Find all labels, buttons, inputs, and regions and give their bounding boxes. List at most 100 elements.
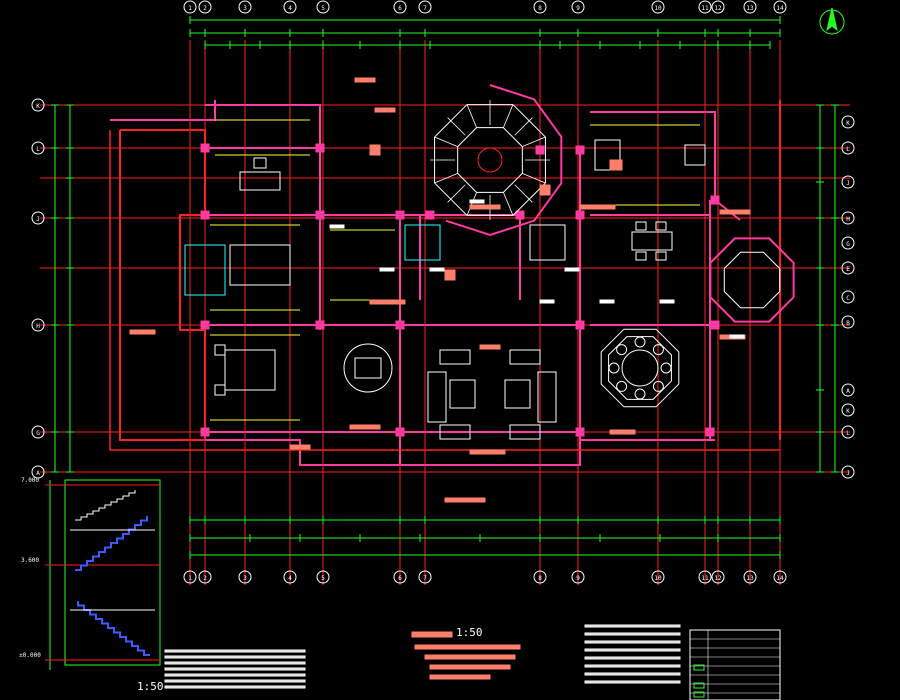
sofa-right: [537, 371, 557, 423]
general-note-line: [164, 673, 306, 677]
outer-terrace-line: [109, 130, 780, 451]
grid-bubble-left-label: H: [36, 323, 40, 330]
kitchen-chair: [655, 221, 667, 231]
grid-bubble-bottom-label: 10: [654, 575, 662, 582]
door-marker: [564, 267, 580, 272]
grid-bubble-left: [31, 211, 45, 225]
legend-note-line: [584, 680, 681, 684]
dining-chair: [652, 380, 664, 392]
grid-bubble-right-label: C: [846, 295, 850, 302]
grid-bubble-left-label: A: [36, 470, 40, 477]
grid-bubble-bottom-label: 9: [576, 575, 580, 582]
grid-bubble-top: [418, 0, 432, 14]
grid-bubble-right-label: L: [846, 146, 850, 153]
legend-note-line: [584, 656, 681, 660]
door-marker: [329, 224, 345, 229]
elevator-shaft: [404, 224, 441, 261]
stair-flight-top: [75, 490, 136, 521]
grid-bubble-right-label: B: [846, 320, 850, 327]
stair-tread: [503, 104, 514, 128]
annotation-tag: [609, 159, 623, 171]
grid-bubble-bottom-label: 11: [701, 575, 709, 582]
grid-bubble-top: [533, 0, 547, 14]
annotation-tag: [369, 144, 381, 156]
grid-bubble-top-label: 11: [701, 5, 709, 12]
dining-chair: [660, 362, 672, 374]
stair-tread: [447, 117, 466, 136]
grid-bubble-bottom: [651, 570, 665, 584]
legend-note-line: [584, 648, 681, 652]
annotation-tag: [609, 429, 636, 435]
door-marker: [539, 299, 555, 304]
grid-bubble-right: [841, 465, 855, 479]
desk-chair: [253, 157, 267, 169]
annotation-tag: [444, 497, 486, 503]
grid-bubble-left-label: L: [36, 146, 40, 153]
stair-tread: [522, 136, 546, 147]
legend-swatch: [693, 664, 705, 671]
annotation-tag: [469, 204, 501, 210]
stair-tread: [447, 184, 466, 203]
dining-area-octagon: [600, 328, 680, 408]
coffee-table-left: [449, 379, 476, 409]
exterior-wall-northwest: [110, 100, 216, 121]
grid-bubble-right: [841, 211, 855, 225]
grid-bubble-left: [31, 141, 45, 155]
legend-note-line: [584, 640, 681, 644]
east-bay-inner: [723, 251, 781, 309]
grid-bubble-bottom: [183, 570, 197, 584]
annotation-tag: [539, 184, 551, 196]
armchair-top-right: [509, 349, 541, 365]
structural-column: [395, 427, 405, 437]
grid-bubble-bottom: [418, 570, 432, 584]
grid-bubble-top: [198, 0, 212, 14]
annotation-tag: [374, 107, 396, 113]
general-note-line: [164, 679, 306, 683]
grid-bubble-bottom-label: 1: [188, 575, 192, 582]
structural-column: [575, 427, 585, 437]
bed: [224, 349, 276, 391]
kitchen-counter: [594, 139, 621, 171]
annotation-tag: [469, 449, 506, 455]
grid-bubble-top: [571, 0, 585, 14]
coffee-table-right: [504, 379, 531, 409]
grid-bubble-top: [651, 0, 665, 14]
structural-column: [705, 427, 715, 437]
grid-bubble-top-label: 1: [188, 5, 192, 12]
grid-bubble-top: [316, 0, 330, 14]
structural-column: [535, 145, 545, 155]
spiral-stair-inner: [457, 127, 523, 193]
structural-column: [425, 210, 435, 220]
annotation-tag: [719, 209, 751, 215]
grid-bubble-right-label: G: [846, 241, 850, 248]
structural-column: [575, 320, 585, 330]
grid-bubble-top-label: 9: [576, 5, 580, 12]
exterior-wall-south: [205, 439, 715, 466]
title-block-note: [414, 644, 521, 650]
stair-flight-upper: [77, 601, 150, 656]
grid-bubble-bottom: [743, 570, 757, 584]
exterior-wall-west: [119, 129, 206, 441]
grid-bubble-right: [841, 403, 855, 417]
annotation-tag: [579, 204, 616, 210]
grid-bubble-bottom-label: 7: [423, 575, 427, 582]
kitchen-chair: [655, 251, 667, 261]
grid-bubble-top: [743, 0, 757, 14]
grid-bubble-top-label: 7: [423, 5, 427, 12]
structural-column: [200, 210, 210, 220]
stair-flight-lower: [75, 516, 148, 571]
stair-tread: [522, 173, 546, 184]
structural-column: [515, 210, 525, 220]
grid-bubble-top-label: 5: [321, 5, 325, 12]
kitchen-chair: [635, 221, 647, 231]
grid-bubble-bottom-label: 8: [538, 575, 542, 582]
armchair-bottom-left: [439, 424, 471, 440]
grid-bubble-right: [841, 175, 855, 189]
grid-bubble-top: [698, 0, 712, 14]
grid-bubble-top-label: 4: [288, 5, 292, 12]
general-note-line: [164, 685, 306, 689]
grid-bubble-bottom: [711, 570, 725, 584]
grid-bubble-right-label: H: [846, 216, 850, 223]
armchair-bottom-right: [509, 424, 541, 440]
grid-bubble-bottom: [533, 570, 547, 584]
